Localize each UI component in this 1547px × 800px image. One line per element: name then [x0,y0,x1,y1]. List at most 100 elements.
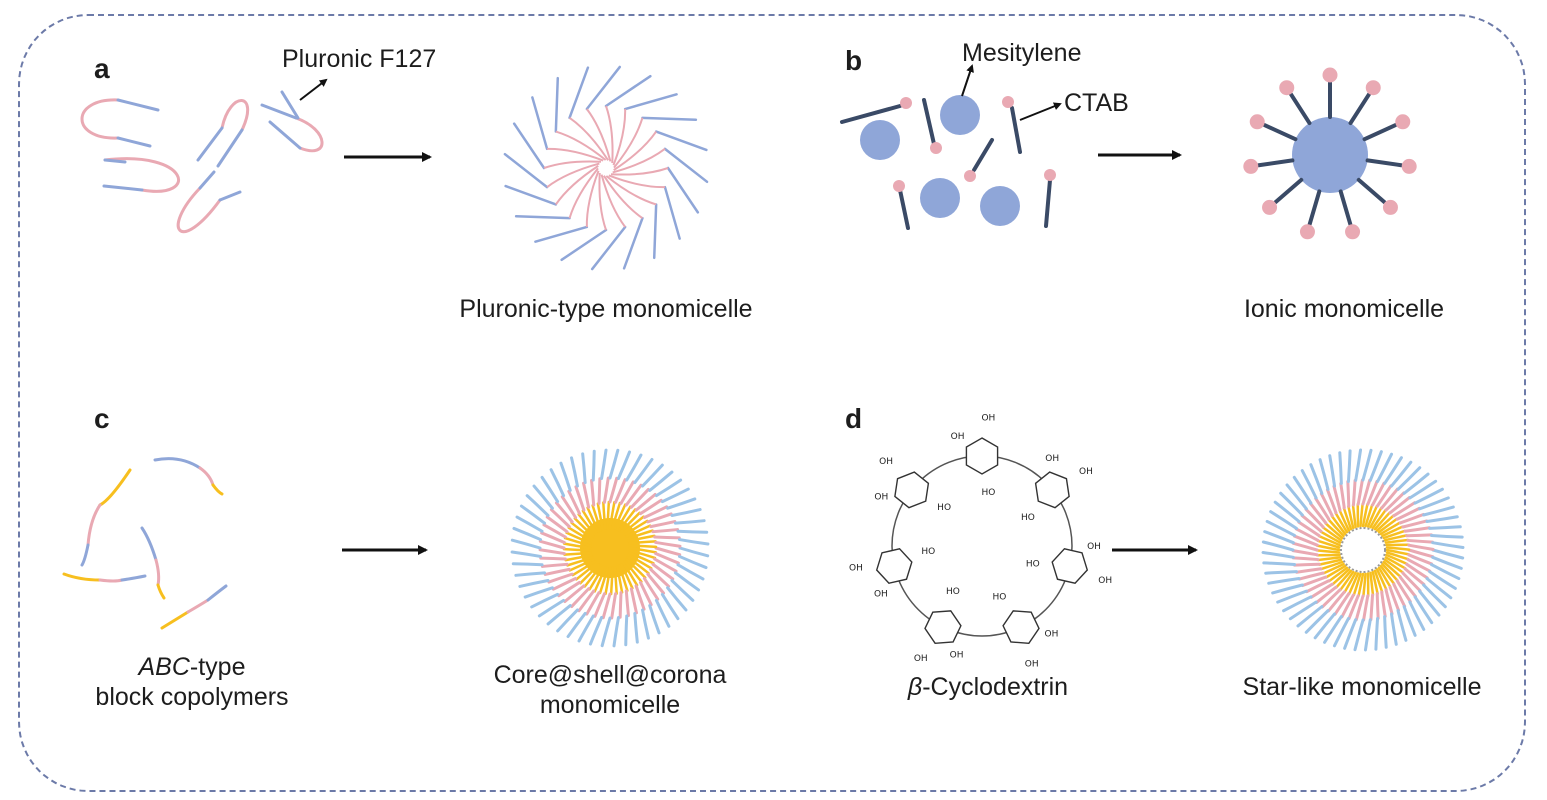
hydroxyl-group-label: OH [1025,659,1039,669]
pluronic-blue-segment [514,214,571,220]
micelle-chain-segment [610,592,618,620]
micelle-chain-segment [602,476,610,504]
micelle-chain-segment [1293,562,1321,567]
hydroxyl-group-label: OH [914,654,928,664]
micelle-chain-segment [641,463,664,488]
star-like-monomicelle [1261,448,1465,652]
micelle-chain-segment [639,580,653,607]
ctab-head [1395,114,1411,130]
beta-cyclodextrin-caption: β-Cyclodextrin [908,672,1068,702]
micelle-chain-segment [1362,594,1370,622]
micelle-chain-segment [1431,541,1465,550]
hydroxyl-group-label: HO [1021,513,1035,523]
micelle-chain-segment [1351,478,1357,507]
micelle-chain-segment [1332,484,1342,512]
micelle-chain-segment [1261,550,1295,559]
micelle-chain-segment [666,497,697,510]
pluronic-pink-segment [568,167,599,219]
micelle-chain-segment [1361,448,1373,482]
pluronic-blue-segment [604,74,652,108]
pluronic-blue-segment [503,152,549,189]
ionic-monomicelle-caption: Ionic monomicelle [1243,295,1445,323]
pluronic-pink-segment [586,108,612,162]
micelle-chain-segment [608,476,619,504]
micelle-chain-segment [537,598,566,618]
micelle-chain-segment [1366,504,1379,528]
hydroxyl-group-label: OH [1079,467,1093,477]
micelle-chain-segment [1339,570,1355,592]
micelle-chain-segment [554,501,574,524]
hydroxyl-group-label: OH [849,564,863,574]
micelle-chain-segment [651,528,680,534]
micelle-chain-segment [512,526,543,542]
micelle-chain-segment [1282,595,1313,613]
micelle-chain-segment [628,544,658,549]
micelle-chain-segment [653,557,678,573]
micelle-chain-segment [1357,572,1365,598]
micelle-chain-segment [557,580,581,598]
micelle-chain-segment [620,563,634,590]
micelle-chain-segment [575,561,598,581]
micelle-chain-segment [583,564,602,588]
pluronic-pink-segment [547,147,604,162]
micelle-chain-segment [1276,589,1308,604]
micelle-chain-segment [1342,506,1353,531]
micelle-chain-segment [1316,539,1341,549]
micelle-chain-segment [618,591,623,619]
micelle-chain-segment [1407,548,1435,559]
micelle-chain-segment [567,489,581,516]
hydroxyl-group-label: OH [1087,542,1101,552]
panel-c-polymers [62,457,228,630]
micelle-chain-segment [1383,615,1388,649]
micelle-chain-segment [614,478,627,504]
micelle-chain-segment [670,508,702,517]
micelle-chain-segment [1296,605,1324,628]
pluronic-blue-segment [663,185,681,240]
micelle-chain-segment [1392,501,1417,518]
micelle-chain-segment [677,554,708,570]
hydroxyl-group-label: OH [1045,629,1059,639]
micelle-chain-segment [1292,475,1313,505]
micelle-chain-segment [1297,571,1325,581]
micelle-chain-segment [1261,540,1295,552]
ctab-head [1299,224,1315,240]
glucose-unit [894,471,930,509]
micelle-chain-segment [560,495,578,519]
micelle-chain-segment [1362,572,1367,598]
micelle-chain-segment [1406,558,1432,573]
micelle-chain-segment [613,566,618,595]
micelle-chain-segment [562,547,592,552]
ctab-head [1262,199,1278,215]
micelle-chain-segment [1334,511,1349,534]
micelle-chain-segment [1377,566,1392,589]
micelle-chain-segment [627,553,653,570]
micelle-chain-segment [1295,567,1323,574]
ctab-tail [1256,158,1295,168]
micelle-chain-segment [1395,579,1412,604]
micelle-chain-segment [1428,525,1462,530]
pluronic-pink-segment [613,130,657,171]
micelle-chain-segment [1343,571,1357,594]
micelle-chain-segment [1431,548,1465,560]
mesitylene-pointer-arrow [961,64,974,97]
micelle-chain-segment [1359,502,1364,528]
micelle-chain-segment [1392,582,1407,608]
micelle-chain-segment [609,566,614,596]
micelle-chain-segment [1429,533,1464,539]
micelle-chain-segment [629,487,650,509]
micelle-chain-segment [627,534,656,543]
micelle-chain-segment [540,475,560,504]
micelle-chain-segment [1297,520,1321,538]
micelle-chain-segment [519,504,547,525]
micelle-chain-segment [602,501,607,530]
micelle-chain-segment [651,562,675,581]
micelle-chain-segment [564,553,593,562]
pluronic-blue-segment [652,203,658,260]
micelle-chain-segment [1356,478,1364,506]
pluronic-pink-segment [613,117,644,169]
micelle-chain-segment [1323,615,1343,644]
micelle-chain-segment [624,589,630,618]
micelle-chain-segment [606,500,611,530]
micelle-chain-segment [581,452,587,485]
micelle-chain-segment [586,506,600,533]
